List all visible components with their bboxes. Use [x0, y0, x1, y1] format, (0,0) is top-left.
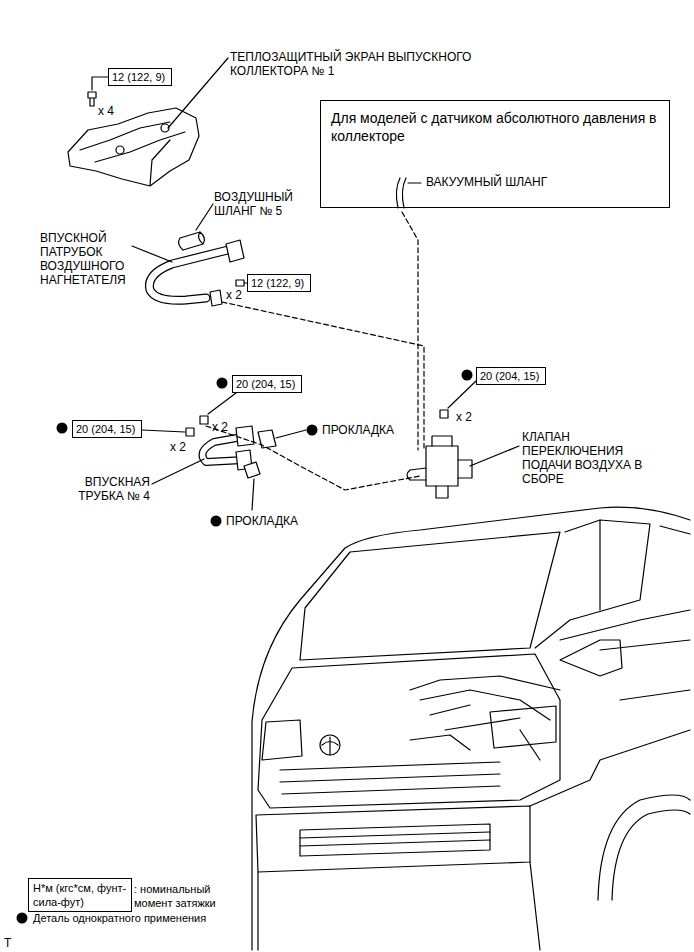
torque-value: 20 (204, 15): [236, 378, 295, 390]
quantity: x 4: [98, 104, 114, 118]
part-name: ПРОКЛАДКА: [226, 514, 298, 528]
part-name: T: [4, 936, 11, 950]
torque-value: 12 (122, 9): [112, 71, 165, 83]
torque-box: 12 (122, 9): [108, 68, 172, 86]
torque-box: 12 (122, 9): [247, 274, 311, 292]
note-box: Для моделей с датчиком абсолютного давле…: [320, 100, 670, 208]
legend-text: : номинальный момент затяжки: [134, 882, 238, 910]
part-name: ТЕПЛОЗАЩИТНЫЙ ЭКРАН ВЫПУСКНОГО КОЛЛЕКТОР…: [230, 50, 530, 78]
part-name: ПРОКЛАДКА: [322, 423, 394, 437]
quantity: x 2: [212, 420, 228, 434]
legend-text: Деталь однократного применения: [33, 911, 206, 925]
part-name: ВАКУУМНЫЙ ШЛАНГ: [426, 175, 547, 189]
part-name: ВОЗДУШНЫЙ ШЛАНГ № 5: [214, 190, 318, 218]
torque-box: 20 (204, 15): [476, 367, 546, 385]
part-name: ВПУСКНОЙ ПАТРУБОК ВОЗДУШНОГО НАГНЕТАТЕЛЯ: [40, 231, 144, 287]
part-name: ВПУСКНАЯ ТРУБКА № 4: [56, 475, 150, 503]
quantity: x 2: [170, 440, 186, 454]
quantity: x 2: [456, 410, 472, 424]
torque-box: 20 (204, 15): [232, 375, 302, 393]
part-name: КЛАПАН ПЕРЕКЛЮЧЕНИЯ ПОДАЧИ ВОЗДУХА В СБО…: [522, 430, 654, 486]
torque-value: 12 (122, 9): [251, 277, 304, 289]
torque-value: 20 (204, 15): [76, 423, 135, 435]
quantity: x 2: [226, 288, 242, 302]
torque-value: Н*м (кгс*см, фунт-сила-фут): [33, 882, 126, 908]
torque-value: 20 (204, 15): [480, 370, 539, 382]
unit-box: Н*м (кгс*см, фунт-сила-фут): [28, 878, 132, 912]
note-text: Для моделей с датчиком абсолютного давле…: [321, 101, 669, 145]
torque-box: 20 (204, 15): [72, 420, 142, 438]
